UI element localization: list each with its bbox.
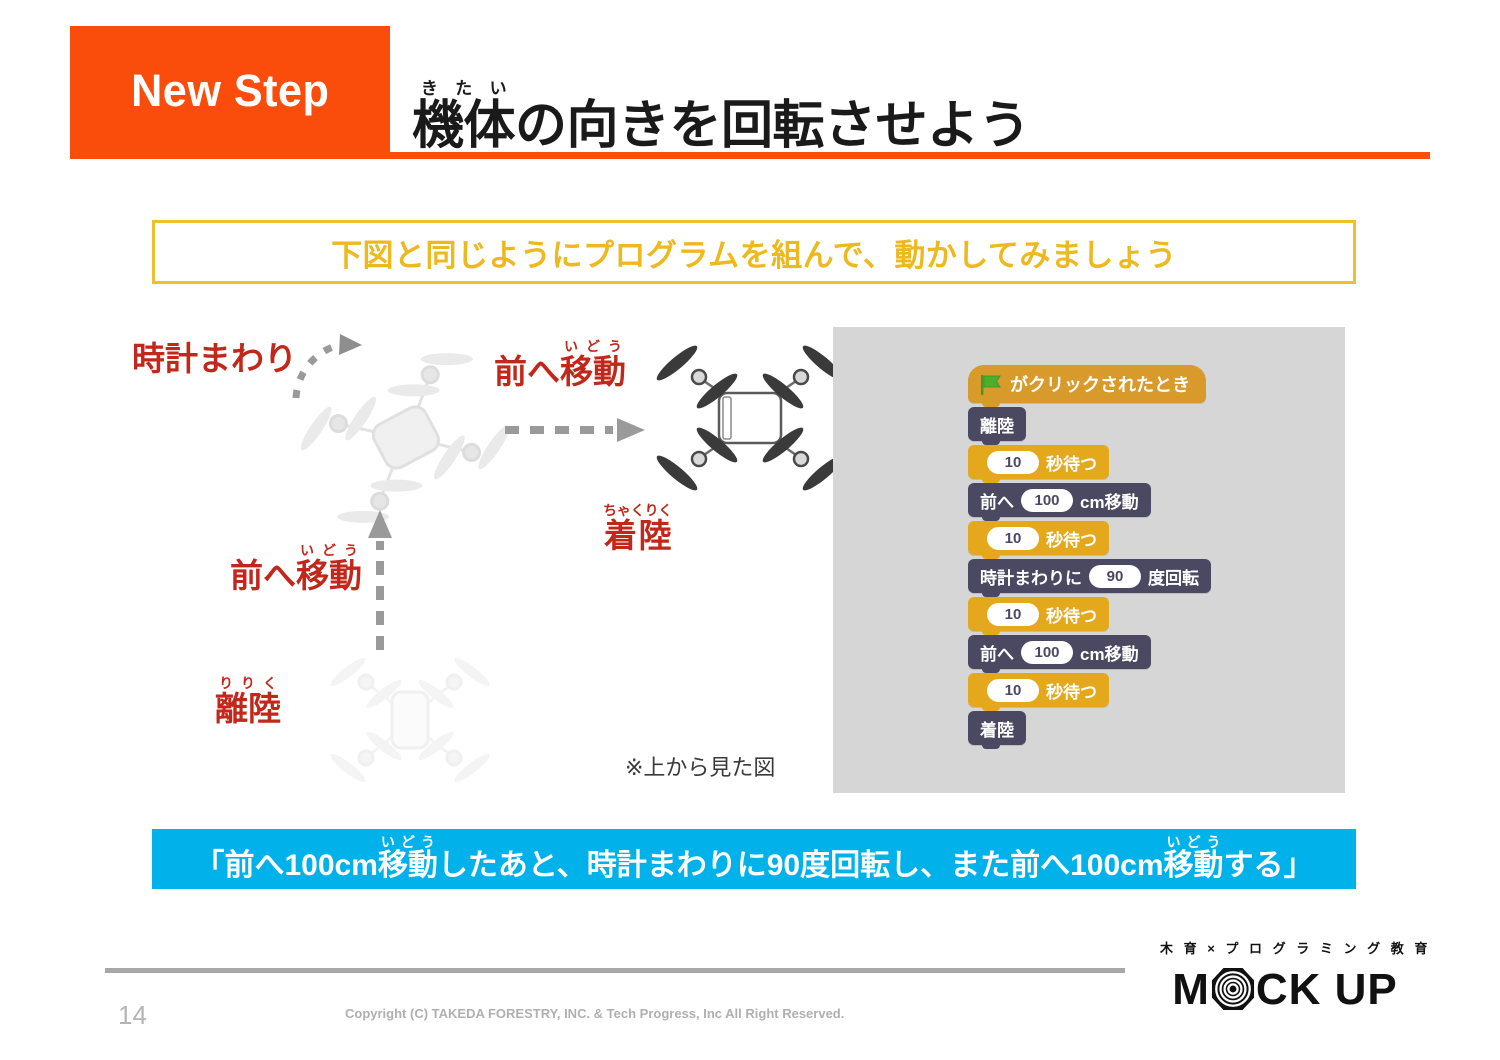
block-move-forward-2-prefix: 前へ [980, 644, 1014, 664]
mockup-logo-ckup: CK UP [1255, 964, 1398, 1014]
label-clockwise-text: 時計まわり [132, 340, 297, 377]
green-flag-icon [980, 375, 1002, 395]
summary-ruby-1: いどう [377, 834, 438, 850]
mockup-logo-tagline: 木 育 × プ ロ グ ラ ミ ン グ 教 育 [1160, 941, 1431, 956]
block-wait-4[interactable]: 10 秒待つ [968, 673, 1109, 711]
block-wait-4-value[interactable]: 10 [987, 678, 1039, 702]
mockup-logo: 木 育 × プ ロ グ ラ ミ ン グ 教 育 M CK UP [1160, 938, 1431, 1023]
tree-rings-icon [1211, 967, 1255, 1016]
label-move-forward-left-base: 移動 [296, 557, 362, 594]
label-takeoff-base: 離陸 [215, 690, 281, 727]
scratch-block-stack: がクリックされたとき 離陸 10 秒待つ 前へ 100 cm移動 [968, 365, 1211, 749]
block-wait-1[interactable]: 10 秒待つ [968, 445, 1109, 483]
label-landing-ruby: ちゃくりく [603, 502, 673, 518]
block-wait-2-value[interactable]: 10 [987, 526, 1039, 550]
page-number: 14 [118, 1000, 147, 1030]
block-move-forward-1-prefix: 前へ [980, 492, 1014, 512]
block-takeoff[interactable]: 離陸 [968, 407, 1026, 445]
label-clockwise: 時計まわり [132, 342, 297, 375]
block-move-forward-1-suffix: cm移動 [1080, 492, 1139, 512]
top-view-note: ※上から見た図 [625, 755, 776, 780]
forward-arrow-vertical-icon [365, 505, 395, 650]
block-rotate-clockwise-suffix: 度回転 [1148, 568, 1199, 588]
page-title-kanji: 機体 [412, 97, 516, 156]
mockup-logo-m: M [1172, 964, 1210, 1014]
summary-ruby-2: いどう [1163, 834, 1224, 850]
label-move-forward-left-prefix: 前へ [230, 557, 296, 594]
summary-seg-3: する」 [1223, 849, 1314, 882]
block-landing[interactable]: 着陸 [968, 711, 1026, 749]
header-divider [70, 152, 1430, 159]
copyright-text: Copyright (C) TAKEDA FORESTRY, INC. & Te… [345, 1006, 845, 1021]
instruction-box: 下図と同じようにプログラムを組んで、動かしてみましょう [152, 220, 1356, 284]
summary-banner: 「前へ100cm移動いどうしたあと、時計まわりに90度回転し、また前へ100cm… [152, 829, 1356, 889]
label-takeoff: 離陸りりく [215, 675, 281, 725]
block-wait-3-value[interactable]: 10 [987, 602, 1039, 626]
footer-divider [105, 968, 1125, 973]
drone-takeoff-illustration [310, 650, 510, 790]
summary-seg-1: 「前へ100cm [194, 849, 378, 882]
forward-arrow-horizontal-icon [505, 415, 650, 445]
instruction-text: 下図と同じようにプログラムを組んで、動かしてみましょう [331, 237, 1177, 273]
label-move-forward-top: 前へ移動いどう [494, 338, 626, 388]
block-move-forward-1-value[interactable]: 100 [1021, 488, 1073, 512]
label-move-forward-top-prefix: 前へ [494, 353, 560, 390]
label-move-forward-left-ruby: いどう [296, 542, 362, 558]
label-takeoff-ruby: りりく [215, 675, 281, 691]
block-move-forward-1[interactable]: 前へ 100 cm移動 [968, 483, 1151, 521]
label-landing-base: 着陸 [603, 517, 673, 554]
block-wait-4-text: 秒待つ [1046, 682, 1097, 702]
block-move-forward-2[interactable]: 前へ 100 cm移動 [968, 635, 1151, 673]
block-move-forward-2-suffix: cm移動 [1080, 644, 1139, 664]
block-when-flag-clicked[interactable]: がクリックされたとき [968, 365, 1206, 407]
summary-base-2: 移動 [1163, 849, 1224, 882]
mockup-logo-wordmark: M CK UP [1160, 965, 1410, 1014]
block-move-forward-2-value[interactable]: 100 [1021, 640, 1073, 664]
label-move-forward-top-ruby: いどう [560, 338, 626, 354]
summary-base-1: 移動 [377, 849, 438, 882]
drone-rotating-illustration [295, 338, 515, 538]
block-wait-1-text: 秒待つ [1046, 454, 1097, 474]
block-wait-2[interactable]: 10 秒待つ [968, 521, 1109, 559]
block-takeoff-text: 離陸 [980, 416, 1014, 436]
block-when-flag-clicked-text: がクリックされたとき [1010, 375, 1190, 395]
new-step-badge-label: New Step [130, 65, 330, 116]
block-wait-1-value[interactable]: 10 [987, 450, 1039, 474]
block-rotate-clockwise[interactable]: 時計まわりに 90 度回転 [968, 559, 1211, 597]
block-wait-3[interactable]: 10 秒待つ [968, 597, 1109, 635]
page-title-furigana: きたい [412, 79, 516, 99]
page-title-ruby-group: 機体きたい [412, 79, 516, 156]
block-wait-2-text: 秒待つ [1046, 530, 1097, 550]
scratch-program-panel: がクリックされたとき 離陸 10 秒待つ 前へ 100 cm移動 [833, 327, 1345, 793]
flight-path-diagram: 時計まわり 前へ移動いどう 前へ移動いどう 離陸りりく 着陸ちゃくりく ※上から… [110, 320, 844, 800]
summary-seg-2: したあと、時計まわりに90度回転し、また前へ100cm [437, 849, 1164, 882]
block-rotate-clockwise-prefix: 時計まわりに [980, 568, 1082, 588]
rotation-arrow-icon [288, 328, 368, 408]
block-rotate-clockwise-value[interactable]: 90 [1089, 564, 1141, 588]
label-move-forward-left: 前へ移動いどう [230, 542, 362, 592]
new-step-badge: New Step [70, 26, 390, 156]
summary-banner-text: 「前へ100cm移動いどうしたあと、時計まわりに90度回転し、また前へ100cm… [194, 834, 1313, 884]
page-title-rest: の向きを回転させよう [515, 97, 1031, 156]
drone-landing-illustration [655, 335, 845, 505]
block-wait-3-text: 秒待つ [1046, 606, 1097, 626]
block-landing-text: 着陸 [980, 720, 1014, 740]
label-landing: 着陸ちゃくりく [603, 502, 672, 552]
label-move-forward-top-base: 移動 [560, 353, 626, 390]
page-title: 機体きたいの向きを回転させよう [412, 34, 1031, 156]
